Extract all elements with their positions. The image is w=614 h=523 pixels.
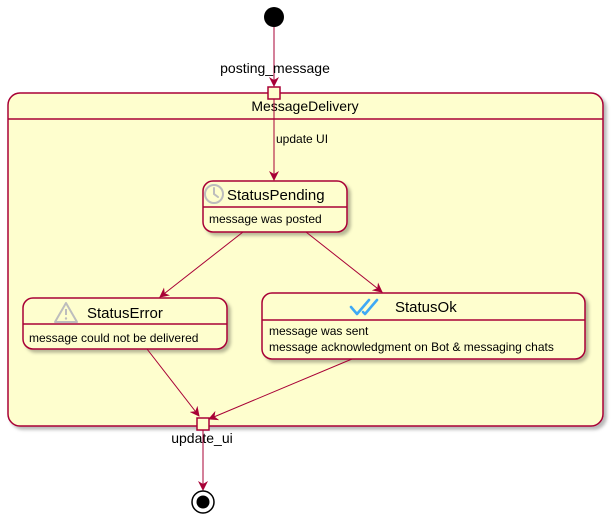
clock-icon <box>204 184 224 204</box>
exit-point-label: update_ui <box>171 430 233 446</box>
initial-node <box>264 7 284 27</box>
composite-state-name: MessageDelivery <box>251 98 358 114</box>
state-name: StatusPending <box>227 187 325 204</box>
transition-ok-to-exit <box>208 358 353 421</box>
state-status-pending: StatusPending message was posted <box>202 180 348 233</box>
final-node <box>191 490 215 514</box>
state-status-error: StatusError message could not be deliver… <box>22 297 228 350</box>
state-description-line-2: message acknowledgment on Bot & messagin… <box>269 340 554 354</box>
state-description: message could not be delivered <box>29 331 198 345</box>
warning-icon <box>54 302 78 323</box>
state-description: message was posted <box>209 212 322 226</box>
entry-point-label: posting_message <box>220 60 330 76</box>
entry-point <box>267 86 281 100</box>
transition-pending-to-error <box>159 231 244 298</box>
exit-point <box>196 417 210 431</box>
transition-error-to-exit <box>146 348 200 417</box>
state-box <box>261 292 586 360</box>
transition-label-update-ui: update UI <box>276 132 328 146</box>
double-check-icon <box>349 298 379 316</box>
state-name: StatusError <box>87 305 163 322</box>
state-description-line-1: message was sent <box>269 324 369 338</box>
state-name: StatusOk <box>395 299 457 316</box>
state-status-ok: StatusOk message was sent message acknow… <box>261 292 586 360</box>
transition-pending-to-ok <box>305 231 383 293</box>
